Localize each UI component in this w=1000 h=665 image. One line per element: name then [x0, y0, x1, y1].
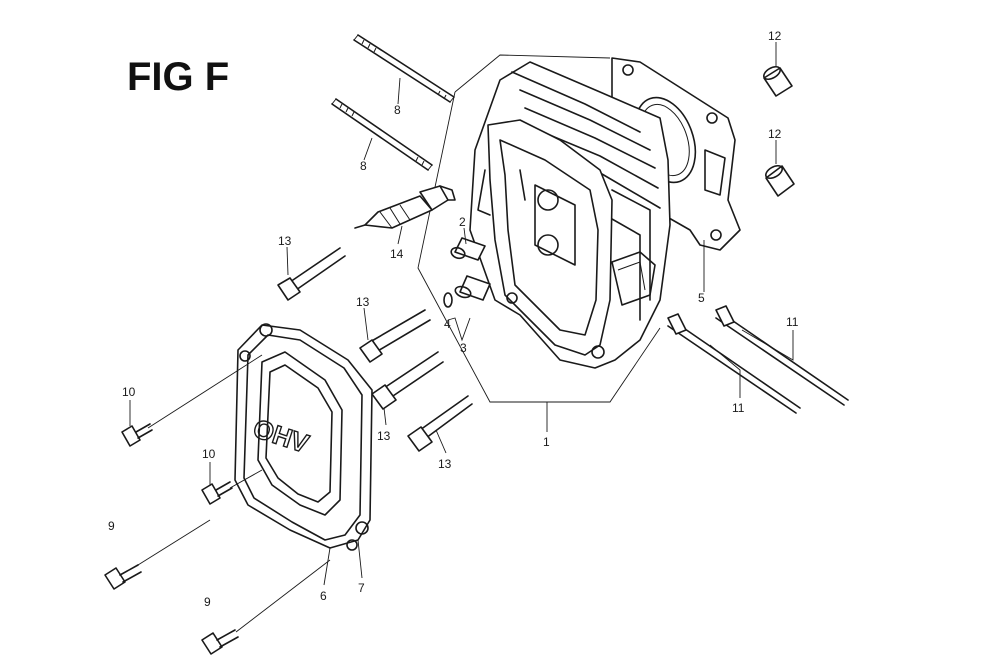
callout-13-a: 13: [278, 234, 292, 248]
callout-10-lower: 10: [202, 447, 216, 461]
callout-9-lower: 9: [204, 595, 211, 609]
flange-bolt-13-a: [277, 247, 346, 301]
callout-8-upper: 8: [394, 103, 401, 117]
callout-4: 4: [444, 317, 451, 331]
cylinder-head: [469, 61, 671, 369]
flange-bolt-13-c: [371, 351, 444, 410]
callout-7: 7: [358, 581, 365, 595]
head-cover: OHV: [234, 323, 373, 551]
collar-12-lower: [765, 164, 795, 197]
stud-bolt-lower: [331, 98, 433, 171]
callout-10-upper: 10: [122, 385, 136, 399]
screw-10-upper: [121, 423, 153, 447]
flange-bolt-13-d: [407, 395, 473, 452]
long-bolt-11-upper: [715, 305, 849, 406]
callout-9-upper: 9: [108, 519, 115, 533]
callout-6: 6: [320, 589, 327, 603]
spark-plug: [354, 185, 456, 229]
assembly-bracket-1-top: [454, 54, 611, 93]
callout-11-lower: 11: [732, 401, 745, 415]
callout-11-upper: 11: [786, 315, 799, 329]
leader-lines: [129, 42, 794, 633]
callout-5: 5: [698, 291, 705, 305]
bolt-9-upper: [104, 564, 142, 590]
callout-3: 3: [460, 341, 467, 355]
callout-13-c: 13: [377, 429, 391, 443]
callout-1: 1: [543, 435, 550, 449]
dowel-pin-4: [454, 275, 491, 301]
dowel-pin-2: [450, 237, 486, 261]
long-bolt-11-lower: [667, 313, 801, 414]
bolt-9-lower: [201, 629, 239, 655]
callout-13-b: 13: [356, 295, 370, 309]
screw-10-lower: [201, 481, 233, 505]
callout-2: 2: [459, 215, 466, 229]
o-ring-3: [443, 292, 453, 308]
figure-title: FIG F: [127, 55, 229, 99]
flange-bolt-13-b: [359, 309, 431, 363]
callout-14: 14: [390, 247, 404, 261]
callout-8-lower: 8: [360, 159, 367, 173]
callout-12-upper: 12: [768, 29, 782, 43]
stud-bolt-upper: [353, 34, 455, 103]
callout-12-lower: 12: [768, 127, 782, 141]
collar-12-upper: [763, 65, 793, 97]
callout-13-d: 13: [438, 457, 452, 471]
